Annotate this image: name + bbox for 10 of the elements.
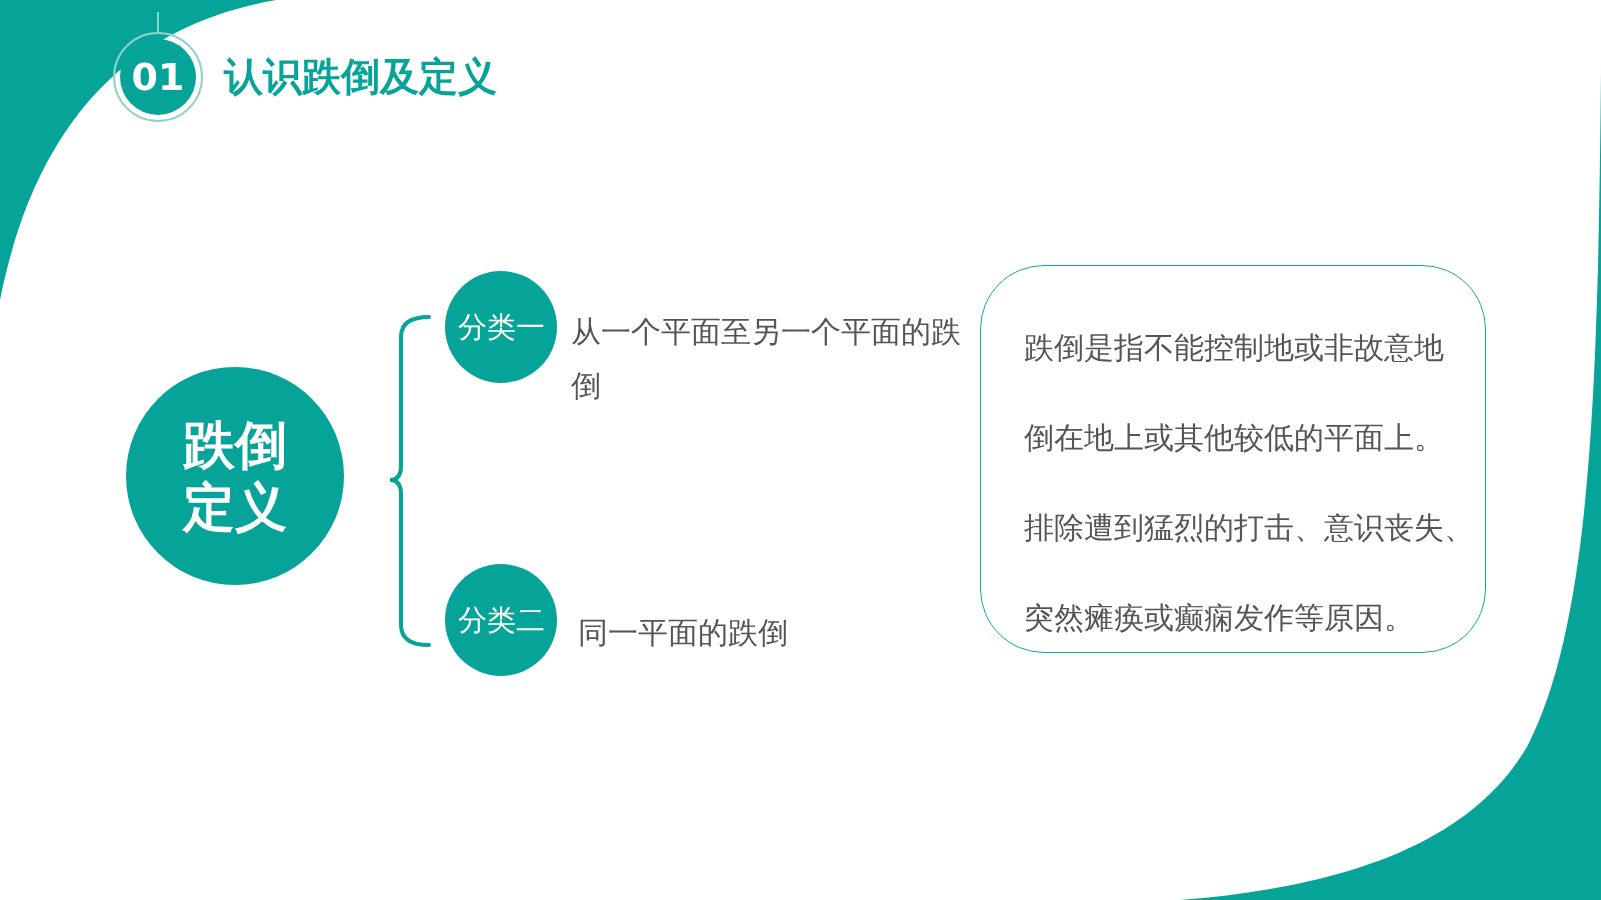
definition-text: 跌倒是指不能控制地或非故意地倒在地上或其他较低的平面上。排除遭到猛烈的打击、意识丧失、突然瘫痪或癫痫发作等原因。 (1024, 330, 1474, 636)
category-description: 从一个平面至另一个平面的跌倒 (571, 313, 962, 405)
category-label: 分类二 (457, 602, 545, 638)
section-title: 认识跌倒及定义 (224, 53, 497, 101)
category-label: 分类一 (457, 309, 545, 345)
number-badge (120, 39, 196, 115)
topic-label: 跌倒定义 (181, 414, 288, 538)
definition-card (980, 265, 1486, 653)
badge-number: 01 (131, 54, 185, 100)
category-description: 同一平面的跌倒 (578, 614, 789, 652)
